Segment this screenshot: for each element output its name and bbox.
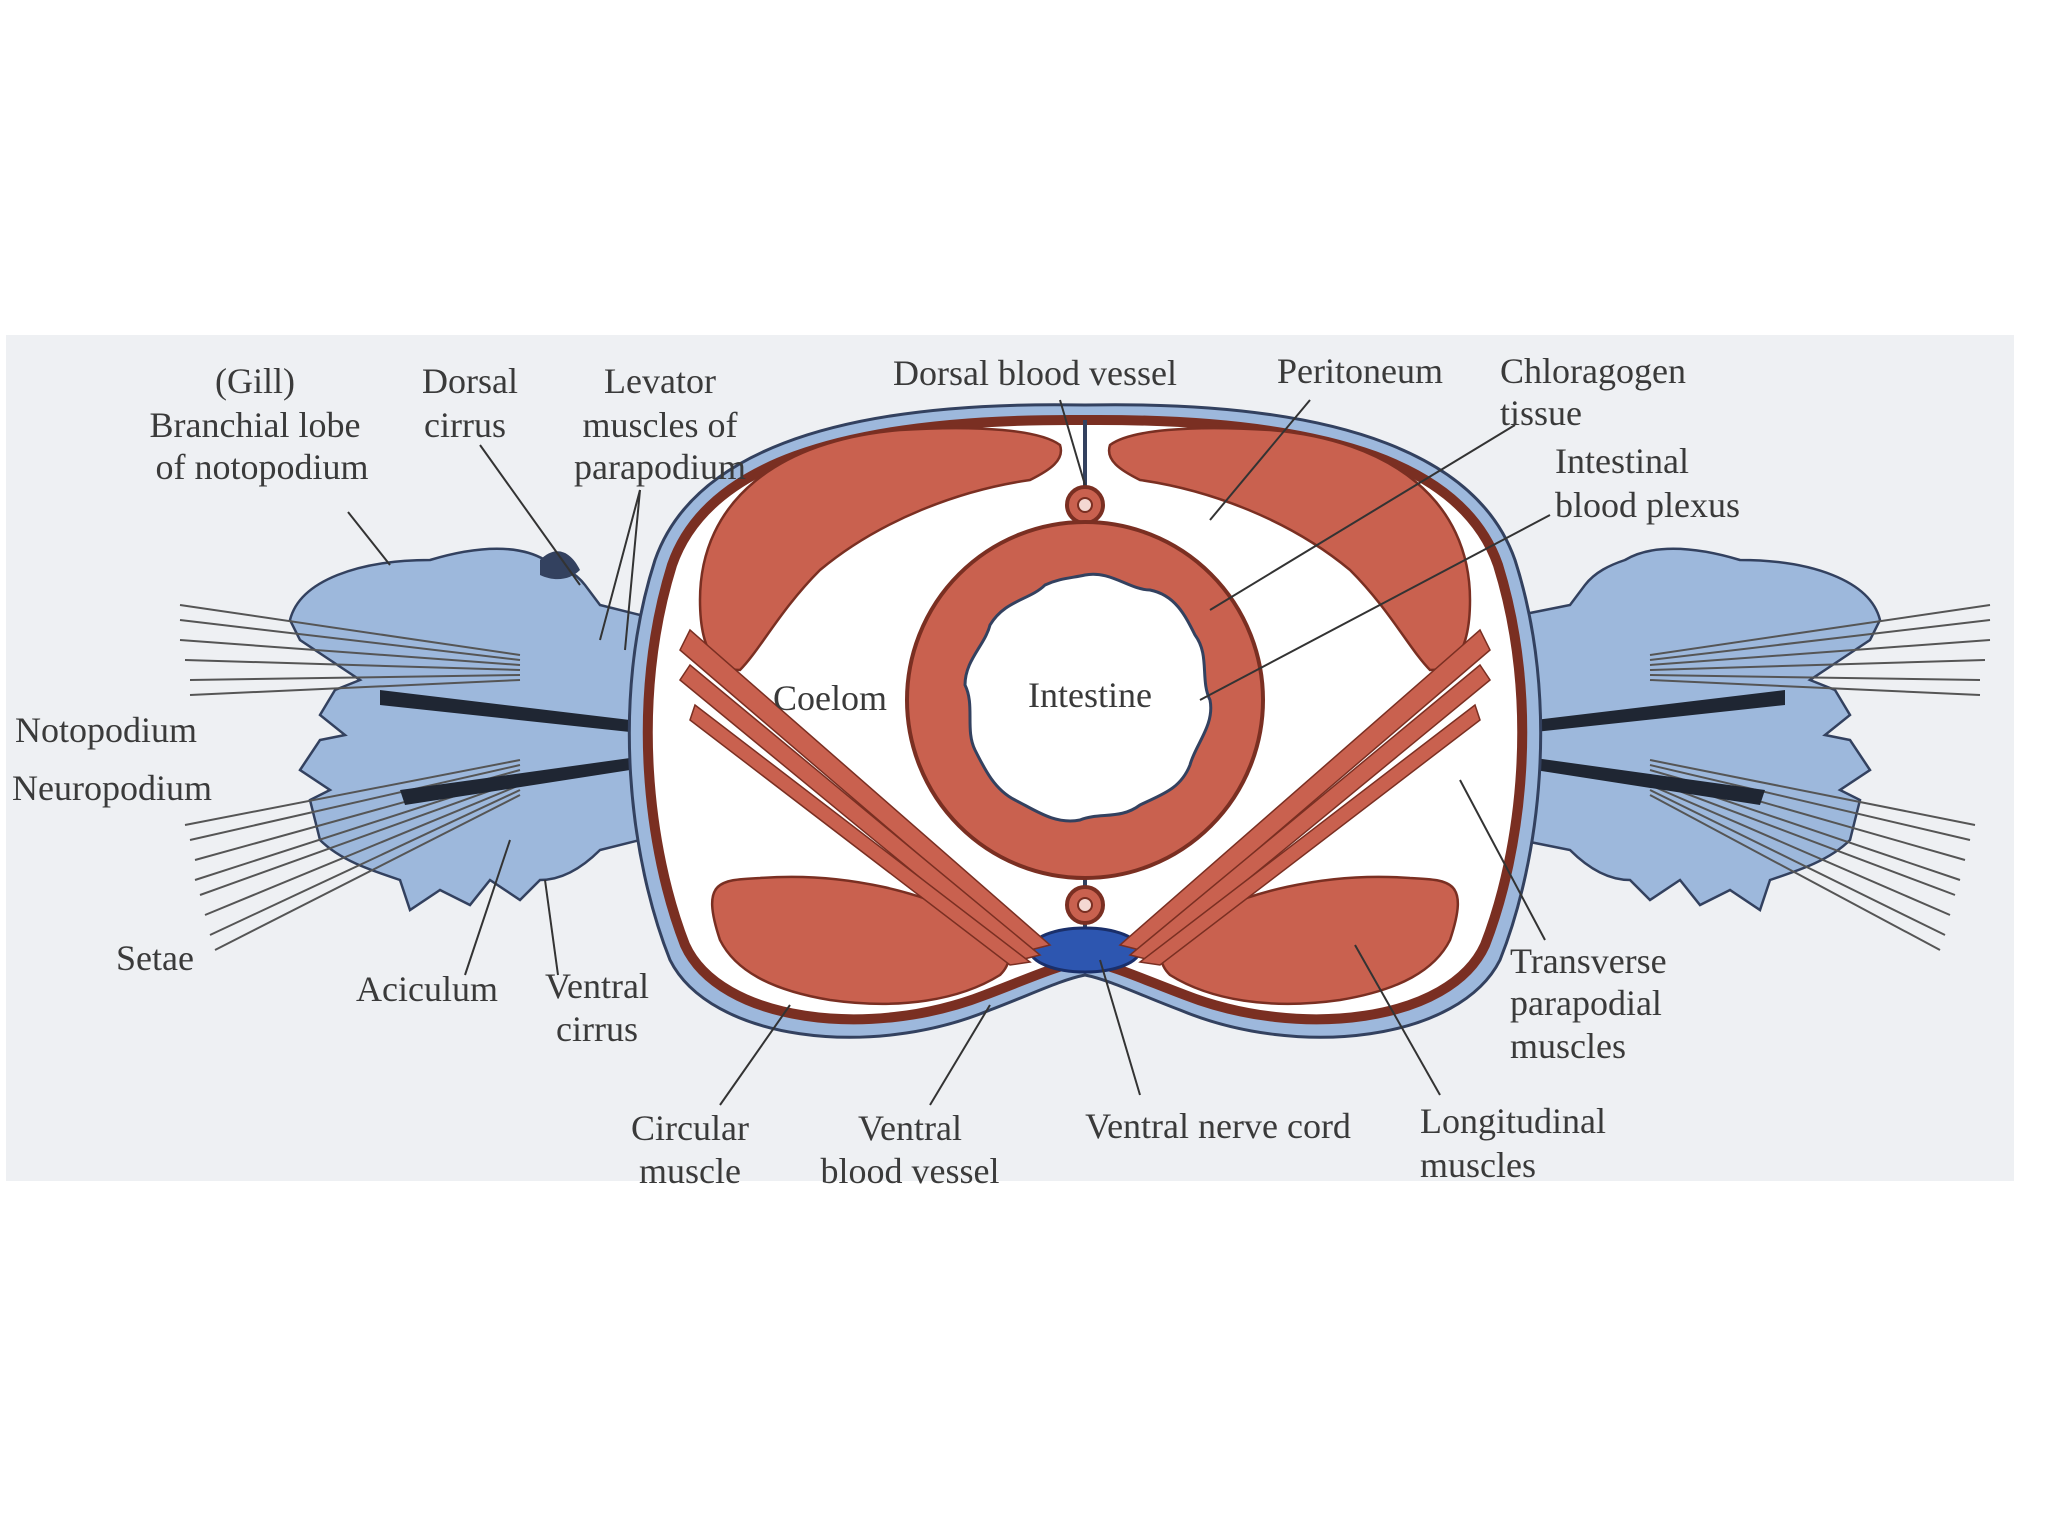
left-setae <box>179 604 521 951</box>
label-chloragogen: Chloragogen <box>1500 351 1686 391</box>
right-setae <box>1649 604 1991 951</box>
label-dorsal-cirrus: Dorsal <box>422 361 518 401</box>
label-ventral-cirrus: Ventral <box>545 966 649 1006</box>
leader-lines <box>347 399 1551 1106</box>
label-chloragogen-2: tissue <box>1500 393 1582 433</box>
transverse-parapodial-muscles <box>678 628 1492 966</box>
label-ventral-blood-vessel-2: blood vessel <box>821 1151 1000 1191</box>
longitudinal-muscles <box>698 426 1472 1006</box>
label-levator-2: muscles of <box>583 405 738 445</box>
label-notopodium: Notopodium <box>15 710 197 750</box>
label-branchial-lobe-2: of notopodium <box>156 447 369 487</box>
label-dorsal-cirrus-2: cirrus <box>424 405 506 445</box>
ventral-nerve-cord <box>1028 926 1142 974</box>
labels: (Gill) Branchial lobe of notopodium Dors… <box>12 351 1740 1191</box>
aciculae <box>380 690 1785 805</box>
label-branchial-lobe: Branchial lobe <box>150 405 361 445</box>
intestine-ring <box>905 520 1265 880</box>
ventral-blood-vessel <box>1065 885 1105 925</box>
label-longitudinal-muscles-2: muscles <box>1420 1145 1536 1185</box>
label-longitudinal-muscles: Longitudinal <box>1420 1101 1606 1141</box>
label-ventral-cirrus-2: cirrus <box>556 1009 638 1049</box>
label-levator: Levator <box>604 361 716 401</box>
label-aciculum: Aciculum <box>356 969 498 1009</box>
label-ventral-nerve-cord: Ventral nerve cord <box>1085 1106 1351 1146</box>
label-transverse-3: muscles <box>1510 1026 1626 1066</box>
label-intestinal-plexus: Intestinal <box>1555 441 1689 481</box>
label-circular-muscle-2: muscle <box>639 1151 741 1191</box>
label-transverse: Transverse <box>1510 941 1667 981</box>
dorsal-blood-vessel <box>1065 485 1105 525</box>
label-levator-3: parapodium <box>574 447 746 487</box>
label-transverse-2: parapodial <box>1510 983 1662 1023</box>
label-dorsal-blood-vessel: Dorsal blood vessel <box>893 353 1177 393</box>
label-coelom: Coelom <box>773 678 887 718</box>
label-intestine: Intestine <box>1028 675 1152 715</box>
label-circular-muscle: Circular <box>631 1108 749 1148</box>
label-intestinal-plexus-2: blood plexus <box>1555 485 1740 525</box>
label-setae: Setae <box>116 938 194 978</box>
label-neuropodium: Neuropodium <box>12 768 212 808</box>
label-peritoneum: Peritoneum <box>1277 351 1443 391</box>
label-gill: (Gill) <box>215 361 295 401</box>
label-ventral-blood-vessel: Ventral <box>858 1108 962 1148</box>
